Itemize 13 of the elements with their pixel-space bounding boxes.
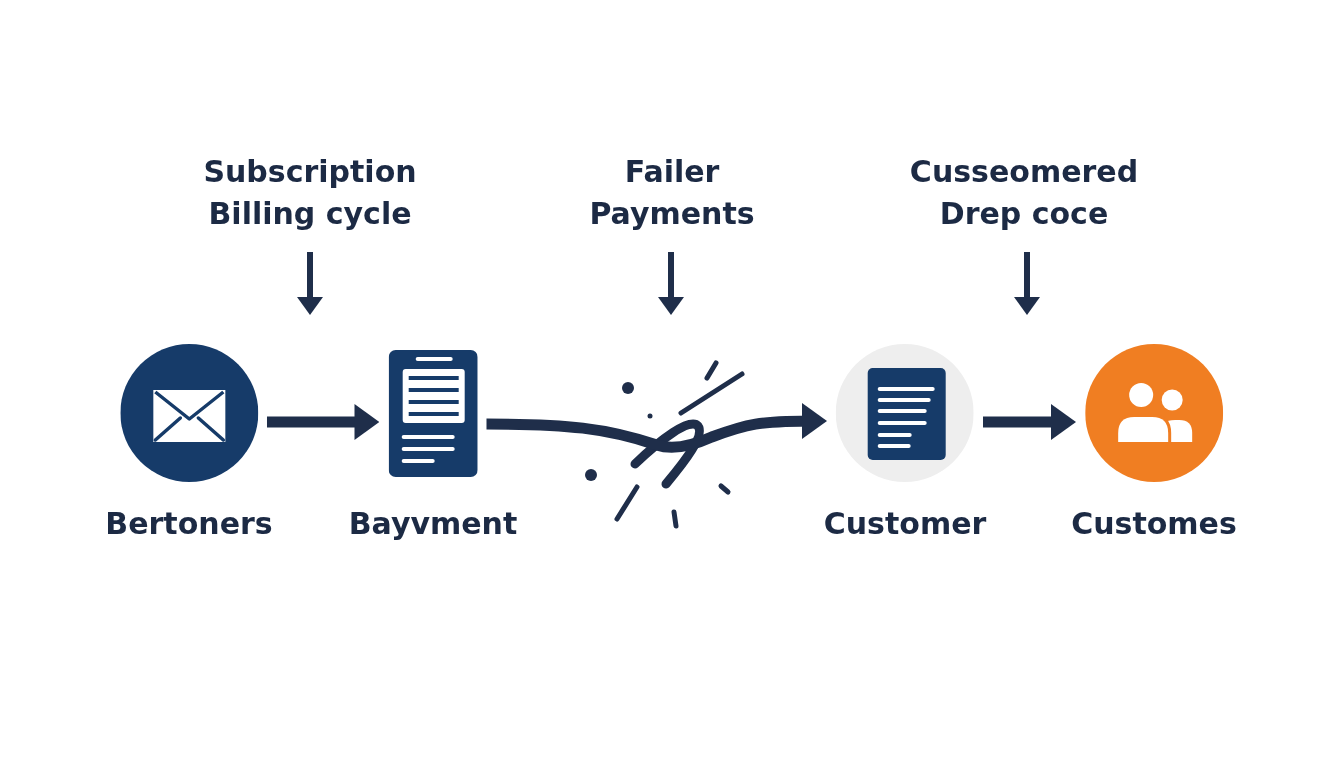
arrow: [658, 252, 684, 315]
arrow: [1014, 252, 1040, 315]
annotation-text: Subscription Billing cycle: [202, 153, 418, 233]
arrow: [983, 404, 1076, 440]
arrow: [486, 403, 827, 453]
arrow: [267, 404, 380, 440]
annotation-text: Failer Payments: [588, 153, 756, 233]
node-label: Customes: [1071, 505, 1237, 543]
arrow: [297, 252, 323, 315]
node-label: Bertoners: [105, 505, 273, 543]
node-label: Customer: [823, 505, 987, 543]
annotation-text: Cusseomered Drep coce: [908, 153, 1140, 233]
node-label: Bayvment: [348, 505, 518, 543]
